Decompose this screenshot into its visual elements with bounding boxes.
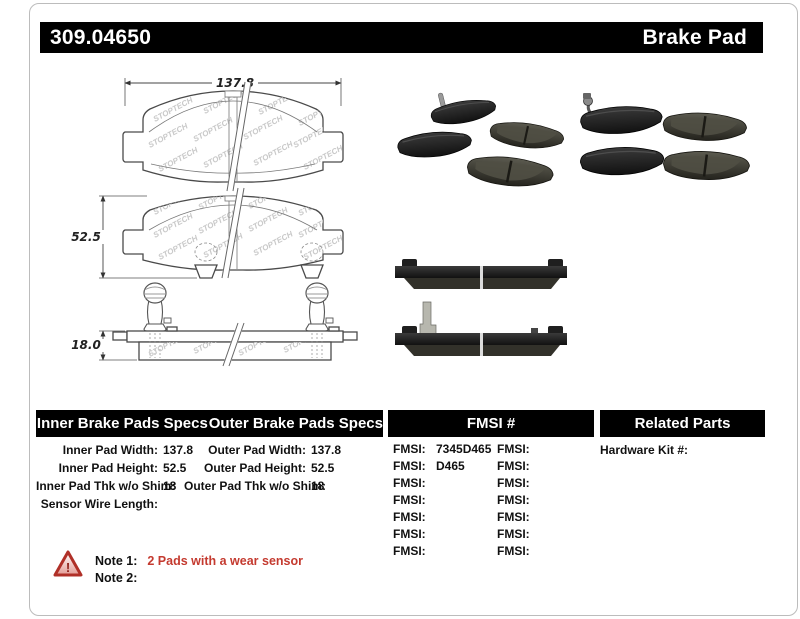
spec-value (688, 441, 693, 459)
fmsi-label: FMSI: (393, 510, 426, 524)
fmsi-label: FMSI: (497, 493, 530, 507)
fmsi-row: FMSI: (393, 526, 491, 543)
spec-row-inner-pad-width: Inner Pad Width: 137.8 (36, 441, 193, 459)
note2-text (137, 570, 147, 587)
spec-row-hardware-kit: Hardware Kit #: (600, 441, 693, 459)
spec-label: Inner Pad Height: (58, 461, 158, 475)
spec-value: 18 (311, 479, 325, 493)
note-1: Note 1: 2 Pads with a wear sensor (95, 553, 303, 570)
spec-label: Outer Pad Height: (203, 461, 306, 475)
spec-row-inner-pad-thk: Inner Pad Thk w/o Shim:18 (36, 477, 193, 495)
note1-label: Note 1: (95, 554, 138, 568)
spec-value: 52.5 (311, 461, 335, 475)
fmsi-value (531, 526, 540, 543)
fmsi-value (427, 526, 436, 543)
fmsi-column-2: FMSI: FMSI: FMSI: FMSI: FMSI: FMSI: FMSI… (497, 441, 540, 560)
spec-value: 137.8 (311, 443, 342, 457)
fmsi-value: D465 (436, 459, 465, 473)
fmsi-column-1: FMSI: 7345D465 FMSI: D465 FMSI: FMSI: FMSI… (393, 441, 491, 560)
outer-specs-column: Outer Pad Width: 137.8 Outer Pad Height: 5… (184, 441, 341, 495)
spec-value (158, 495, 163, 513)
fmsi-header: FMSI # (388, 410, 594, 437)
fmsi-value: 7345D465 (436, 442, 492, 456)
related-parts-column: Hardware Kit #: (600, 441, 693, 459)
fmsi-label: FMSI: (393, 442, 426, 456)
spec-label: Inner Pad Thk w/o Shim: (36, 479, 176, 493)
fmsi-value (427, 509, 436, 526)
fmsi-value (531, 441, 540, 458)
thickness-dimension-label: 18.0 (71, 338, 101, 352)
fmsi-row: FMSI: (497, 458, 540, 475)
height-dimension-label: 52.5 (71, 230, 101, 244)
fmsi-label: FMSI: (497, 510, 530, 524)
title-bar: 309.04650 Brake Pad (40, 22, 763, 53)
spec-row-outer-pad-width: Outer Pad Width: 137.8 (184, 441, 341, 459)
fmsi-label: FMSI: (393, 544, 426, 558)
inner-specs-header: Inner Brake Pads Specs (36, 415, 208, 432)
spec-label: Hardware Kit #: (600, 443, 689, 457)
spec-value: 18 (163, 479, 177, 493)
part-number: 309.04650 (50, 25, 152, 49)
pads-specs-header-bar: Inner Brake Pads Specs Outer Brake Pads … (36, 410, 383, 437)
technical-drawing: STOPTECH 137.8 (67, 76, 358, 368)
spec-label: Sensor Wire Length: (40, 497, 158, 511)
svg-text:!: ! (66, 560, 70, 575)
fmsi-label: FMSI: (497, 476, 530, 490)
fmsi-value (427, 543, 436, 560)
outer-specs-header: Outer Brake Pads Specs (208, 415, 383, 432)
side-view-drawing: 18.0 (67, 321, 358, 368)
spec-row-outer-pad-thk: Outer Pad Thk w/o Shim:18 (184, 477, 341, 495)
fmsi-row: FMSI: (497, 526, 540, 543)
fmsi-value (427, 492, 436, 509)
fmsi-label: FMSI: (393, 527, 426, 541)
warning-triangle-icon: ! (53, 550, 83, 577)
product-name: Brake Pad (642, 25, 747, 49)
product-photos (395, 92, 775, 356)
fmsi-label: FMSI: (393, 459, 426, 473)
spec-row-inner-pad-height: Inner Pad Height: 52.5 (36, 459, 193, 477)
note2-label: Note 2: (95, 571, 138, 585)
note1-text: 2 Pads with a wear sensor (147, 554, 303, 568)
fmsi-row: FMSI: (497, 543, 540, 560)
fmsi-row: FMSI: (497, 492, 540, 509)
spec-label: Outer Pad Width: (208, 443, 306, 457)
fmsi-label: FMSI: (393, 476, 426, 490)
photo-pad-set-2 (580, 93, 750, 181)
fmsi-value (531, 458, 540, 475)
spec-value: 137.8 (163, 443, 194, 457)
fmsi-value (531, 543, 540, 560)
fmsi-label: FMSI: (497, 527, 530, 541)
fmsi-row: FMSI: (393, 475, 491, 492)
spec-row-outer-pad-height: Outer Pad Height: 52.5 (184, 459, 341, 477)
fmsi-row: FMSI: (497, 475, 540, 492)
front-view-drawing: 137.8 (122, 76, 344, 192)
height-view-drawing: 52.5 (67, 187, 344, 279)
note-2: Note 2: (95, 570, 303, 587)
spec-row-sensor-wire-length: Sensor Wire Length: (36, 495, 193, 513)
spec-value: 52.5 (163, 461, 187, 475)
spec-label: Inner Pad Width: (62, 443, 158, 457)
notes-section: Note 1: 2 Pads with a wear sensor Note 2… (95, 553, 303, 587)
fmsi-row: FMSI: (497, 441, 540, 458)
spec-label: Outer Pad Thk w/o Shim: (184, 479, 327, 493)
fmsi-label: FMSI: (497, 459, 530, 473)
fmsi-row: FMSI: (393, 543, 491, 560)
photo-pad-edge-2 (395, 301, 567, 356)
fmsi-row: FMSI: (393, 492, 491, 509)
fmsi-row: FMSI: 7345D465 (393, 441, 491, 458)
fmsi-label: FMSI: (497, 442, 530, 456)
fmsi-row: FMSI: D465 (393, 458, 491, 475)
photo-pad-edge-1 (395, 259, 567, 289)
fmsi-value (531, 492, 540, 509)
fmsi-label: FMSI: (393, 493, 426, 507)
photo-pad-set-1 (397, 92, 565, 190)
fmsi-label: FMSI: (497, 544, 530, 558)
fmsi-row: FMSI: (393, 509, 491, 526)
fmsi-value (427, 475, 436, 492)
fmsi-value (531, 475, 540, 492)
fmsi-value (531, 509, 540, 526)
inner-specs-column: Inner Pad Width: 137.8 Inner Pad Height: 5… (36, 441, 193, 513)
related-parts-header: Related Parts (600, 410, 765, 437)
fmsi-row: FMSI: (497, 509, 540, 526)
